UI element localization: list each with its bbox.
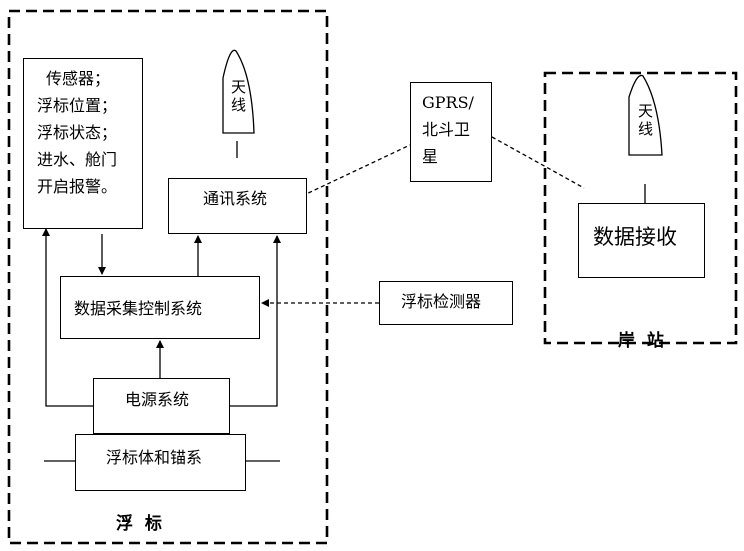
power-to-comm-arrow <box>230 235 281 407</box>
antenna-char: 线 <box>231 96 247 114</box>
sensor-line: 浮标状态； <box>37 123 118 142</box>
buoy-frame <box>7 9 329 545</box>
antenna-char: 线 <box>638 120 654 138</box>
sensor-line: 传感器； <box>46 69 111 88</box>
daq-control-box: 数据采集控制系统 <box>60 276 260 339</box>
sensor-line: 开启报警。 <box>37 177 118 196</box>
satellite-line: 北斗卫 <box>422 120 471 139</box>
detector-label: 浮标检测器 <box>401 292 482 311</box>
shore-caption: 岸 站 <box>618 331 667 351</box>
satellite-to-shore-link <box>491 136 585 189</box>
detector-box: 浮标检测器 <box>379 281 513 325</box>
sensor-line: 浮标位置； <box>37 96 118 115</box>
shore-antenna-label: 天 线 <box>638 102 653 138</box>
buoy-antenna-shape <box>222 49 255 134</box>
satellite-line: GPRS/ <box>422 93 474 112</box>
satellite-line: 星 <box>422 147 439 166</box>
power-to-sensor-arrow <box>42 228 93 407</box>
daq-control-label: 数据采集控制系统 <box>74 299 203 318</box>
buoy-antenna-label: 天 线 <box>231 78 246 114</box>
satellite-box: GPRS/ 北斗卫 星 <box>410 82 492 182</box>
sensors-box: 传感器； 浮标位置； 浮标状态； 进水、舱门 开启报警。 <box>23 58 143 229</box>
data-receiver-box: 数据接收 <box>578 203 705 278</box>
shore-antenna-shape <box>628 74 663 156</box>
antenna-char: 天 <box>638 102 654 120</box>
satellite-label: GPRS/ 北斗卫 星 <box>422 89 474 170</box>
buoy-caption: 浮 标 <box>116 514 165 534</box>
power-system-box: 电源系统 <box>93 378 230 434</box>
data-receiver-label: 数据接收 <box>593 225 677 249</box>
comm-system-box: 通讯系统 <box>168 178 307 234</box>
sensors-text: 传感器； 浮标位置； 浮标状态； 进水、舱门 开启报警。 <box>37 65 117 200</box>
sensor-line: 进水、舱门 <box>37 150 118 169</box>
shore-frame <box>543 71 738 345</box>
buoy-body-label: 浮标体和锚系 <box>106 448 203 467</box>
buoy-body-box: 浮标体和锚系 <box>75 434 246 491</box>
comm-system-label: 通讯系统 <box>203 189 268 208</box>
power-system-label: 电源系统 <box>125 390 190 409</box>
antenna-char: 天 <box>231 78 247 96</box>
comm-to-satellite-link <box>301 144 411 197</box>
